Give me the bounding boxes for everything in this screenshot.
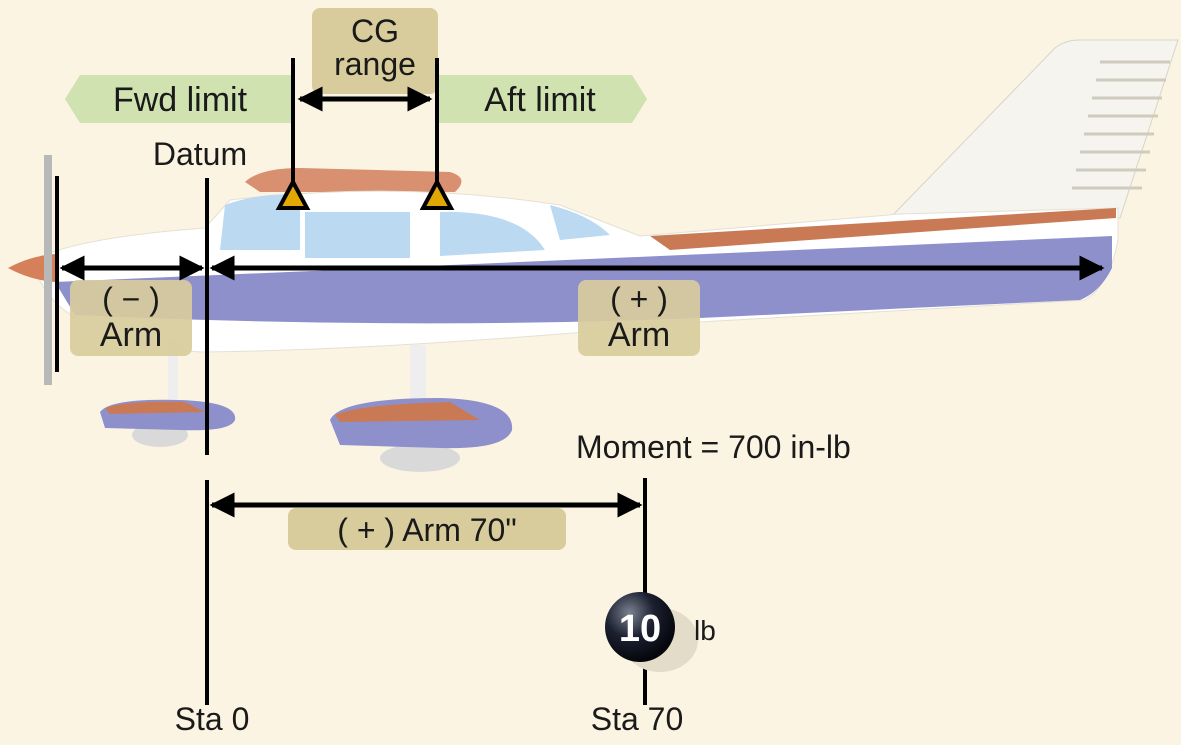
cabin-windows bbox=[220, 194, 610, 258]
cg-range-label-2: range bbox=[334, 46, 416, 82]
weight-value: 10 bbox=[619, 608, 661, 650]
weight-ball-icon bbox=[605, 592, 675, 662]
fwd-limit-box bbox=[65, 75, 292, 123]
station-70-label: Sta 70 bbox=[591, 701, 684, 737]
strut-left bbox=[168, 340, 178, 400]
fwd-cg-marker-icon bbox=[275, 177, 311, 210]
pos-arm-label: Arm bbox=[608, 316, 670, 354]
cg-range-label-1: CG bbox=[351, 13, 399, 49]
station-0-label: Sta 0 bbox=[175, 701, 250, 737]
weight-unit: lb bbox=[694, 615, 716, 646]
main-wheel bbox=[330, 398, 513, 472]
neg-arm-sign: ( − ) bbox=[102, 281, 160, 317]
tail-fin bbox=[888, 39, 1179, 219]
neg-arm-label: Arm bbox=[100, 316, 162, 354]
fuselage-stripe-orange bbox=[650, 208, 1116, 250]
strut-main bbox=[410, 345, 426, 400]
pos-arm-sign: ( + ) bbox=[610, 281, 668, 317]
aft-cg-marker-icon bbox=[419, 177, 455, 210]
fwd-limit-label: Fwd limit bbox=[113, 81, 248, 119]
aft-limit-label: Aft limit bbox=[484, 81, 596, 119]
spinner bbox=[8, 254, 55, 282]
datum-label: Datum bbox=[153, 136, 247, 172]
nose-wheel bbox=[100, 399, 236, 447]
wing bbox=[245, 168, 462, 192]
aft-limit-box bbox=[438, 75, 647, 123]
propeller bbox=[44, 155, 52, 385]
arm-70-label: ( + ) Arm 70" bbox=[337, 512, 516, 548]
pos-arm-box bbox=[578, 280, 700, 356]
tail-grille bbox=[1072, 60, 1170, 190]
neg-arm-box bbox=[70, 280, 192, 356]
moment-label: Moment = 700 in-lb bbox=[576, 429, 851, 465]
arm-70-box bbox=[288, 508, 566, 550]
cg-range-box bbox=[312, 8, 438, 94]
